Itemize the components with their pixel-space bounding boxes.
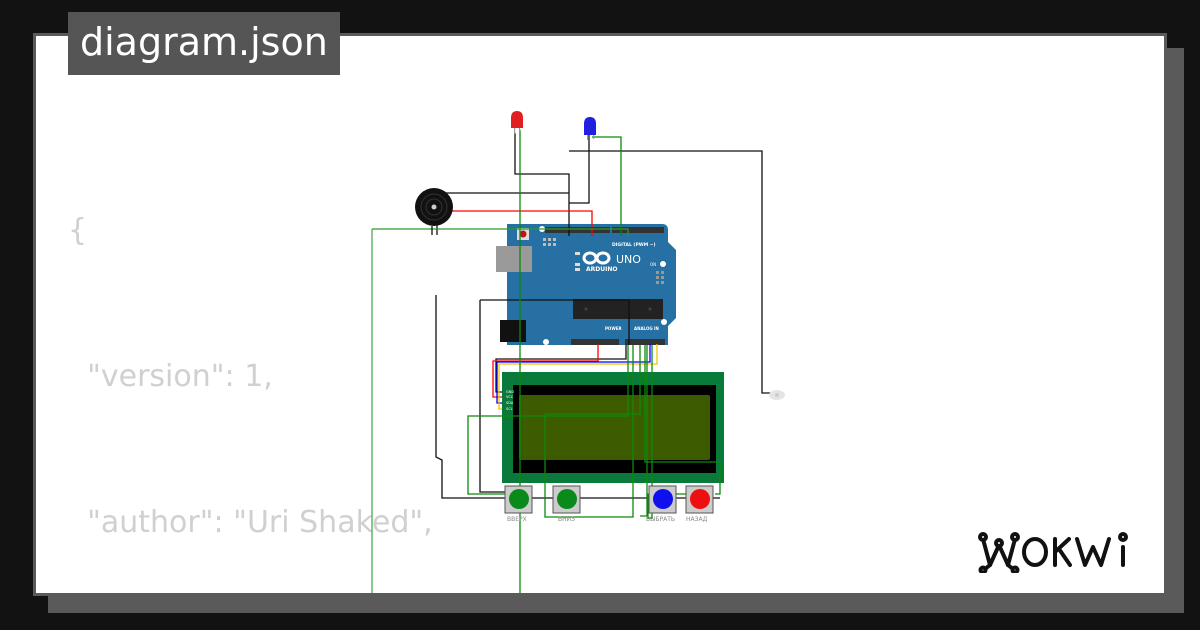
blue-led: [584, 117, 596, 140]
wokwi-logo: WOKWi: [975, 527, 1128, 573]
svg-text:ВВЕРХ: ВВЕРХ: [507, 516, 527, 523]
svg-text:SDA: SDA: [506, 401, 514, 405]
svg-text:НАЗАД: НАЗАД: [686, 516, 708, 523]
svg-text:SCL: SCL: [506, 407, 513, 411]
photoresistor: [769, 390, 785, 400]
button-select[interactable]: ВЫБРАТЬ: [646, 485, 677, 523]
button-down[interactable]: ВНИЗ: [552, 485, 581, 523]
svg-text:WOKWi: WOKWi: [975, 527, 979, 528]
button-up[interactable]: ВВЕРХ: [504, 485, 533, 523]
arduino-uno-board: DIGITAL (PWM ~) ARDUINO UNO ON POWER ANA…: [496, 224, 676, 345]
code-line: "version": 1,: [68, 358, 273, 394]
red-led: [511, 111, 523, 134]
svg-text:ВНИЗ: ВНИЗ: [558, 516, 575, 523]
svg-text:ВЫБРАТЬ: ВЫБРАТЬ: [646, 516, 675, 523]
svg-text:POWER: POWER: [605, 326, 622, 331]
wires: [371, 130, 772, 593]
json-code: { "version": 1, "author": "Uri Shaked", …: [68, 110, 1134, 593]
svg-text:UNO: UNO: [616, 253, 641, 266]
button-back[interactable]: НАЗАД: [685, 485, 714, 523]
buzzer: [415, 188, 453, 235]
svg-text:ARDUINO: ARDUINO: [586, 266, 617, 273]
lcd2004-display: GND VCC SDA SCL: [502, 372, 724, 483]
svg-text:VCC: VCC: [506, 395, 514, 399]
svg-text:DIGITAL (PWM ~): DIGITAL (PWM ~): [612, 242, 656, 248]
svg-text:ANALOG IN: ANALOG IN: [634, 326, 659, 331]
svg-text:GND: GND: [506, 390, 514, 394]
code-line: {: [68, 213, 88, 249]
code-line: "author": "Uri Shaked",: [68, 504, 433, 540]
file-title: diagram.json: [68, 12, 340, 75]
svg-text:ON: ON: [650, 262, 656, 267]
